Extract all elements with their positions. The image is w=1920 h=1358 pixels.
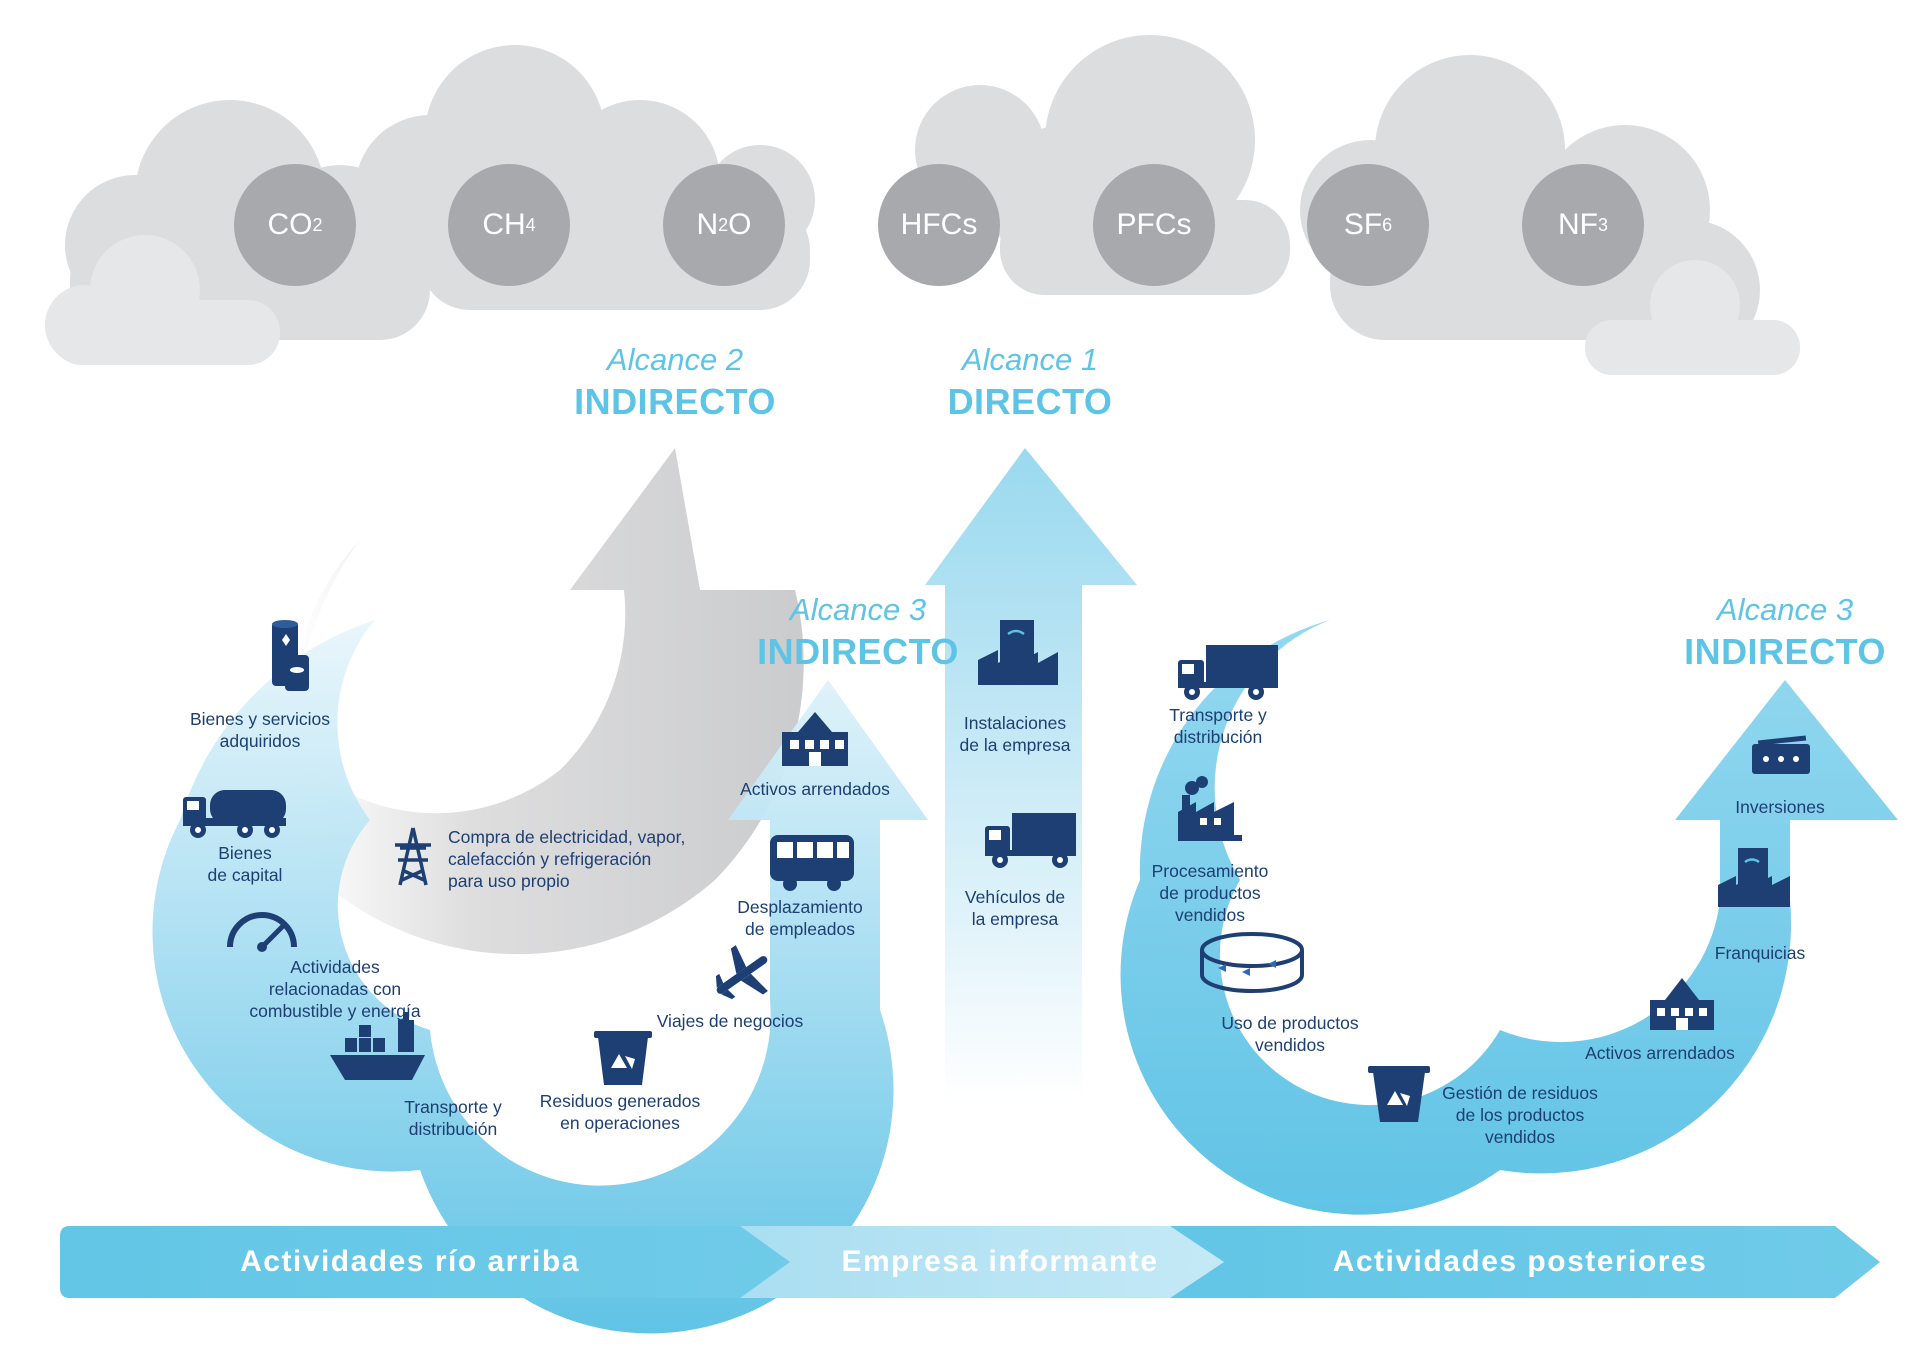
franchises-label: Franquicias [1714,943,1806,963]
processing-label: Procesamiento de productos vendidos [1151,861,1269,925]
industrial-plant-icon [1178,776,1242,841]
airplane-icon [715,945,768,1000]
scope3-upstream-name: Alcance 3 [789,592,927,627]
company-facilities-label: Instalaciones de la empresa [959,713,1071,755]
building-icon [782,712,848,766]
upstream-leased-assets-label: Activos arrendados [740,779,890,799]
gas-co2-label: CO [267,208,313,241]
bus-icon [770,835,854,891]
bar-upstream [60,1226,800,1298]
tanker-truck-icon [183,790,286,838]
scope1-arrow [925,448,1137,1100]
money-icon [1752,735,1810,774]
truck-icon [985,813,1076,868]
cargo-ship-icon [330,1012,425,1080]
bar-company-label: Empresa informante [841,1245,1159,1278]
upstream-scope3-arrow [152,620,929,1334]
gauge-icon [227,912,297,952]
scope3-downstream-type: INDIRECTO [1684,631,1886,672]
downstream-transport-label: Transporte y distribución [1169,705,1267,747]
downstream-scope3-arrow [1120,620,1898,1215]
power-pylon-icon [395,827,431,886]
recycling-bin-icon [594,1031,652,1085]
gas-hfcs-label: HFCs [900,208,978,241]
commuting-label: Desplazamiento de empleados [737,897,863,939]
use-of-products-label: Uso de productos vendidos [1221,1013,1359,1055]
gas-hfcs-circle: HFCs [878,164,1000,286]
gas-pfcs-circle: PFCs [1093,164,1215,286]
scope2-arrow [293,448,804,955]
scope2-title: Alcance 2 INDIRECTO [545,340,805,424]
business-travel-label: Viajes de negocios [656,1011,804,1031]
purchased-electricity-label: Compra de electricidad, vapor, calefacci… [448,827,686,891]
scope3-downstream-title: Alcance 3 INDIRECTO [1655,590,1915,674]
bar-upstream-label: Actividades río arriba [240,1245,580,1278]
bar-company [740,1226,1232,1298]
upstream-waste-label: Residuos generados en operaciones [539,1091,701,1133]
downstream-leased-assets-label: Activos arrendados [1585,1043,1735,1063]
company-vehicles-label: Vehículos de la empresa [964,887,1066,929]
scope2-type: INDIRECTO [574,381,776,422]
fish-tank-icon [1200,932,1304,993]
gas-sf6-label: SF [1343,208,1383,241]
cans-icon [272,620,309,691]
cloud-highlight-group [45,235,1800,375]
scope3-downstream-name: Alcance 3 [1716,592,1854,627]
scope3-upstream-title: Alcance 3 INDIRECTO [728,590,988,674]
investments-label: Inversiones [1735,797,1825,817]
delivery-truck-icon [1178,645,1278,700]
end-of-life-label: Gestión de residuos de los productos ven… [1442,1083,1598,1147]
gas-nf3-label: NF [1557,208,1598,241]
gas-n2o-label: N [696,208,719,241]
scope1-title: Alcance 1 DIRECTO [900,340,1160,424]
franchise-icon [1718,848,1790,907]
bar-downstream-label: Actividades posteriores [1332,1245,1708,1278]
bar-downstream [1170,1226,1880,1298]
capital-goods-label: Bienes de capital [207,843,283,885]
scope2-name: Alcance 2 [606,342,744,377]
scope1-type: DIRECTO [947,381,1113,422]
waste-bin-icon [1368,1066,1430,1122]
leased-building-icon [1650,978,1714,1030]
gas-ch4-label: CH [482,208,526,241]
purchased-goods-label: Bienes y servicios adquiridos [189,709,331,751]
scope1-name: Alcance 1 [961,342,1099,377]
fuel-energy-label: Actividades relacionadas con combustible… [249,957,421,1021]
factory-icon [978,620,1058,685]
gas-pfcs-label: PFCs [1116,208,1192,241]
upstream-transport-label: Transporte y distribución [404,1097,502,1139]
scope3-upstream-type: INDIRECTO [757,631,959,672]
